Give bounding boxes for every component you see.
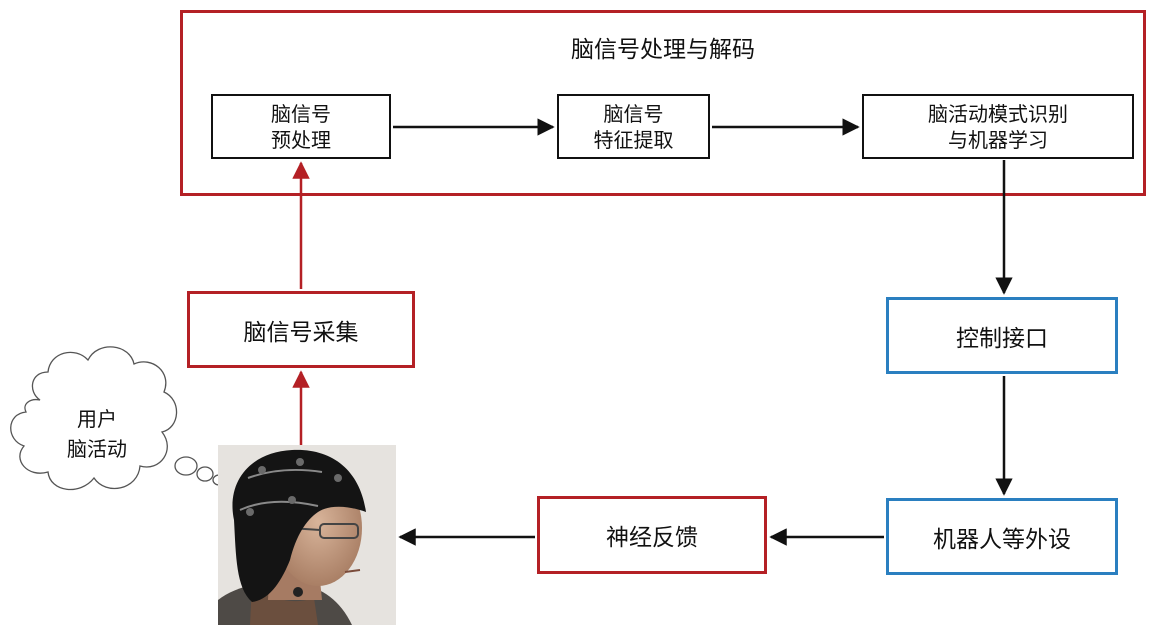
feature-extraction-box: 脑信号 特征提取 — [557, 94, 710, 159]
preprocessing-label-line1: 脑信号 — [271, 101, 331, 126]
thought-text-line1: 用户 — [77, 407, 117, 431]
neural-feedback-label: 神经反馈 — [606, 525, 698, 551]
pattern-recognition-label-line2: 与机器学习 — [948, 127, 1048, 152]
processing-decoding-group — [180, 10, 1146, 196]
control-interface-box: 控制接口 — [886, 297, 1118, 374]
user-eeg-cap-icon — [218, 445, 396, 625]
pattern-recognition-box: 脑活动模式识别 与机器学习 — [862, 94, 1134, 159]
preprocessing-box: 脑信号 预处理 — [211, 94, 391, 159]
robot-device-label: 机器人等外设 — [933, 526, 1071, 553]
feature-extraction-label-line2: 特征提取 — [593, 127, 674, 152]
processing-decoding-title: 脑信号处理与解码 — [571, 37, 755, 63]
preprocessing-label-line2: 预处理 — [271, 127, 331, 152]
thought-text-line2: 脑活动 — [67, 437, 127, 461]
pattern-recognition-label-line1: 脑活动模式识别 — [928, 101, 1068, 126]
acquisition-label: 脑信号采集 — [243, 319, 359, 346]
control-interface-label: 控制接口 — [956, 325, 1048, 352]
feature-extraction-label-line1: 脑信号 — [603, 101, 664, 126]
neural-feedback-box: 神经反馈 — [537, 496, 767, 574]
acquisition-box: 脑信号采集 — [187, 291, 415, 368]
robot-device-box: 机器人等外设 — [886, 498, 1118, 575]
